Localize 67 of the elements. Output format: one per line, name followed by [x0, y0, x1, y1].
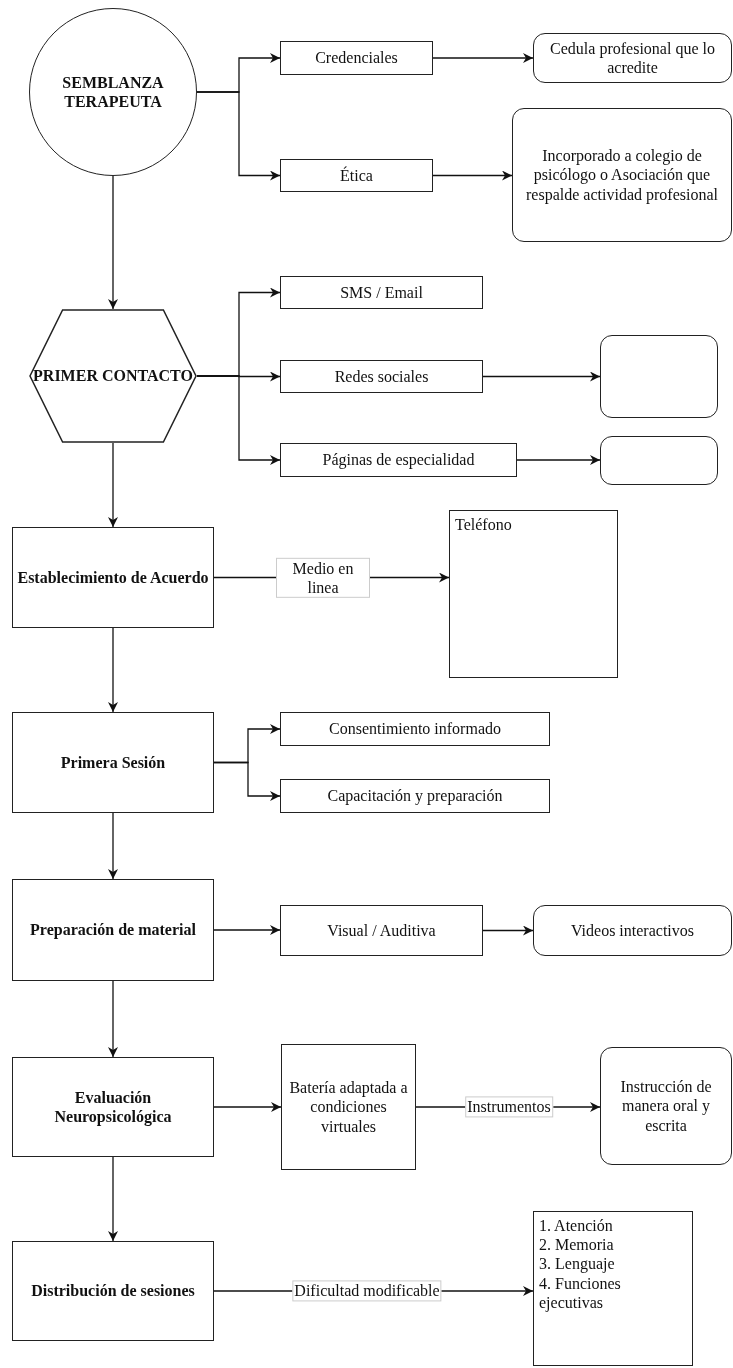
- list-box: [533, 1211, 693, 1366]
- node-label: Consentimiento informado: [328, 719, 502, 739]
- node-label: Evaluación Neuropsicológica: [53, 1087, 173, 1127]
- node-label: Batería adaptada a condiciones virtuales: [288, 1078, 409, 1136]
- node-label: PRIMER CONTACTO: [32, 366, 194, 386]
- rounded-box: [600, 335, 718, 418]
- arrow: [108, 175, 118, 310]
- hexagon-node: [29, 309, 197, 443]
- arrow: [213, 925, 281, 935]
- process-box: [280, 276, 483, 309]
- node-label: Ética: [339, 165, 374, 186]
- arrow: [108, 980, 118, 1058]
- arrow: [432, 53, 534, 63]
- node-label: 3. Lenguaje: [538, 1254, 616, 1274]
- process-box: [280, 159, 433, 192]
- arrow: [108, 1156, 118, 1242]
- process-box: [280, 41, 433, 75]
- node-label: SMS / Email: [339, 282, 424, 303]
- arrow: [108, 627, 118, 713]
- edge-label: Instrumentos: [465, 1096, 553, 1118]
- node-label: Redes sociales: [333, 366, 430, 387]
- node-label: Visual / Auditiva: [326, 920, 437, 941]
- node-label: Cedula profesional que lo acredite: [549, 38, 716, 78]
- node-label: Incorporado a colegio de psicólogo o Asociación que respalde actividad profesional: [525, 146, 719, 204]
- arrow: [108, 442, 118, 528]
- node-label: 2. Memoria: [538, 1235, 615, 1255]
- arrow: [196, 91, 281, 181]
- process-box: [12, 712, 214, 813]
- process-box: [12, 1057, 214, 1157]
- process-box: [280, 712, 550, 746]
- node-label: Primera Sesión: [59, 752, 167, 773]
- arrow: [516, 455, 601, 465]
- rounded-box: [600, 436, 718, 485]
- node-label: SEMBLANZA TERAPEUTA: [61, 72, 165, 112]
- edge-label: Medio en linea: [276, 557, 370, 598]
- node-label: Establecimiento de Acuerdo: [16, 567, 210, 588]
- arrow: [213, 1102, 282, 1112]
- arrow: [482, 371, 601, 382]
- process-box: [12, 879, 214, 981]
- arrow: [482, 925, 534, 936]
- process-box: [280, 443, 517, 477]
- node-label: Credenciales: [314, 48, 399, 68]
- edge-label: Dificultad modificable: [292, 1280, 442, 1302]
- arrow: [213, 761, 281, 801]
- node-label: 1. Atención: [538, 1216, 614, 1236]
- rounded-box: [533, 905, 732, 956]
- node-label: Capacitación y preparación: [326, 786, 504, 806]
- rounded-box: [512, 108, 732, 242]
- process-box: [280, 360, 483, 393]
- node-label: Instrucción de manera oral y escrita: [619, 1077, 713, 1135]
- process-box: [281, 1044, 416, 1170]
- node-label: Preparación de material: [29, 920, 197, 940]
- arrow: [108, 812, 118, 880]
- rounded-box: [600, 1047, 732, 1165]
- process-box: [12, 1241, 214, 1341]
- node-label: 4. Funciones ejecutivas: [538, 1273, 622, 1312]
- node-label: Distribución de sesiones: [30, 1281, 196, 1301]
- process-box: [280, 905, 483, 956]
- node-label: Videos interactivos: [570, 920, 695, 941]
- process-box: [280, 779, 550, 813]
- arrow: [432, 170, 513, 181]
- list-box: [449, 510, 618, 678]
- node-label: Teléfono: [454, 515, 513, 535]
- rounded-box: [533, 33, 732, 83]
- process-box: [12, 527, 214, 628]
- node-label: Páginas de especialidad: [321, 450, 476, 470]
- arrow: [196, 375, 281, 465]
